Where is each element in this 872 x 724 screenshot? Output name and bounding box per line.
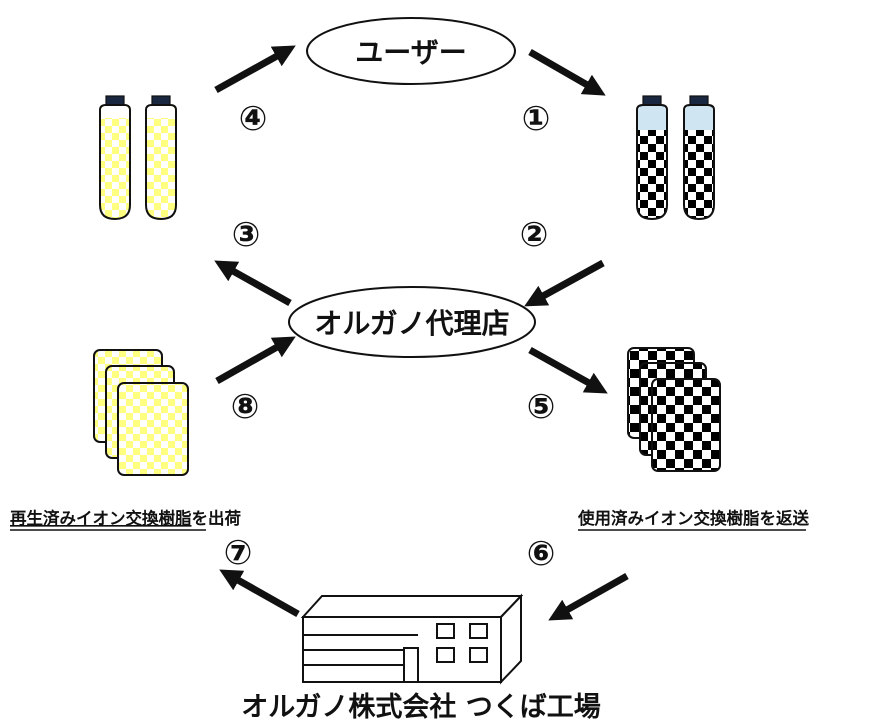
user-node: ユーザー (306, 17, 516, 85)
arrow-step-5 (528, 346, 608, 394)
step-number-2: ② (520, 215, 549, 255)
regenerated-resin-bags-icon (93, 349, 189, 476)
regenerated-resin-bottles-icon (99, 95, 177, 221)
step-number-6: ⑥ (527, 534, 556, 574)
arrow-step-7 (219, 569, 300, 618)
factory-building-icon (300, 593, 524, 685)
flow-arrows (214, 45, 629, 621)
caption-used: 使用済みイオン交換樹脂を返送 (577, 508, 810, 531)
caption-used-underlined: 使用済みイオン交換樹脂 (577, 508, 760, 528)
step-numbers: ① ② ③ ④ ⑤ ⑥ ⑦ ⑧ (224, 99, 556, 574)
caption-used-suffix: を返送 (760, 508, 810, 528)
caption-regenerated: 再生済みイオン交換樹脂を出荷 (10, 508, 241, 531)
arrow-step-1 (528, 48, 606, 96)
agent-label: オルガノ代理店 (314, 307, 509, 340)
step-number-7: ⑦ (224, 533, 253, 573)
step-number-4: ④ (239, 99, 268, 139)
step-number-8: ⑧ (231, 387, 260, 427)
caption-regenerated-suffix: を出荷 (192, 508, 242, 528)
agent-node: オルガノ代理店 (288, 286, 536, 358)
arrow-step-2 (524, 259, 605, 307)
arrow-step-3 (214, 260, 292, 307)
arrow-step-4 (214, 45, 296, 94)
factory-label: オルガノ株式会社 つくば工場 (241, 691, 601, 723)
caption-regenerated-underlined: 再生済みイオン交換樹脂 (10, 508, 192, 528)
step-number-1: ① (522, 99, 551, 139)
user-ellipse (306, 17, 516, 85)
arrow-step-6 (548, 572, 629, 621)
svg-text:使用済みイオン交換樹脂を返送: 使用済みイオン交換樹脂を返送 (577, 508, 810, 528)
svg-text:再生済みイオン交換樹脂を出荷: 再生済みイオン交換樹脂を出荷 (10, 508, 241, 528)
user-label: ユーザー (355, 36, 466, 69)
agent-ellipse (288, 286, 536, 358)
step-number-3: ③ (232, 215, 261, 255)
arrow-step-8 (215, 336, 296, 385)
used-resin-bottles-icon (636, 95, 715, 221)
step-number-5: ⑤ (527, 387, 556, 427)
used-resin-bags-icon (627, 347, 721, 472)
